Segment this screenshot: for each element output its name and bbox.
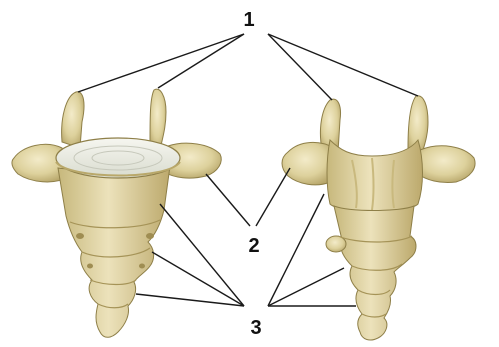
left-sacral-body	[58, 166, 170, 337]
left-articular-process-a	[62, 92, 84, 148]
right-posterior-plate	[327, 140, 423, 212]
right-sacral-body	[334, 206, 416, 340]
right-ala-left	[282, 142, 334, 184]
right-ala-right	[418, 146, 475, 183]
label-2: 2	[248, 235, 259, 257]
label-1: 1	[243, 9, 254, 31]
label-3: 3	[250, 317, 261, 339]
sacrum-right	[282, 96, 475, 340]
